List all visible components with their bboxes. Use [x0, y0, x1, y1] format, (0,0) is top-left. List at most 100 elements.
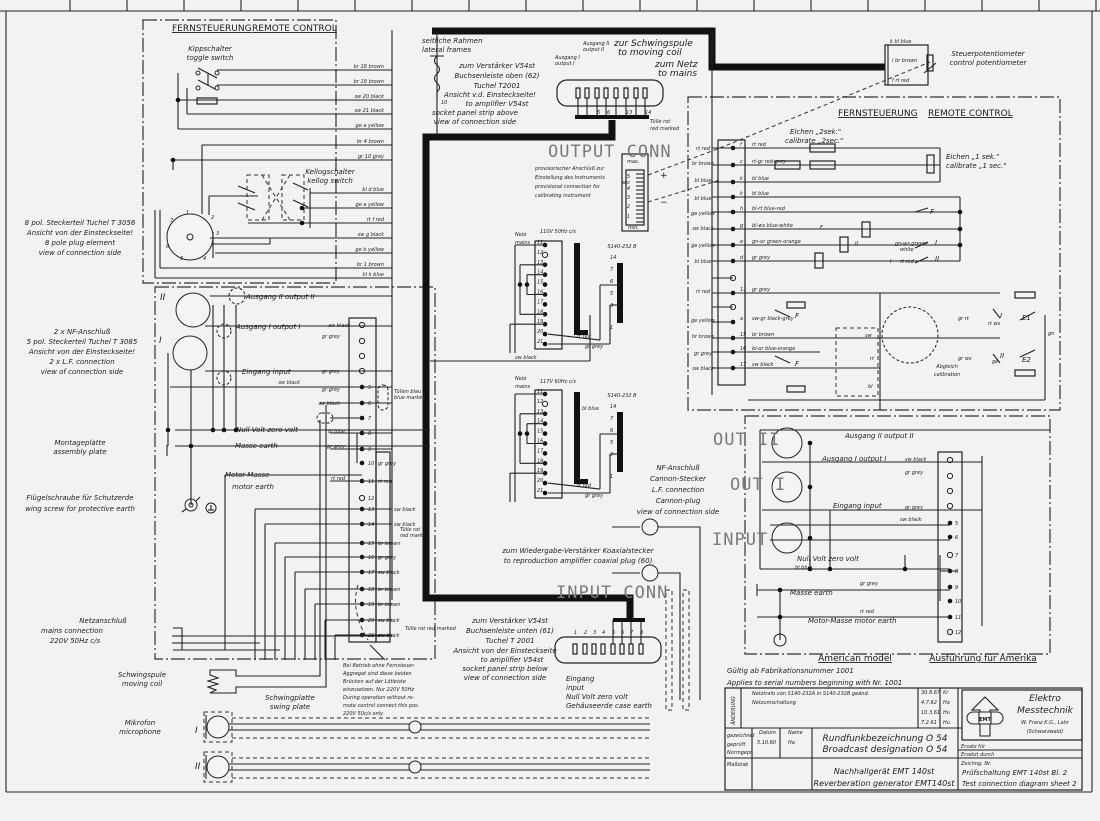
nf-connector-3-text: 2 x L.F. connection [49, 358, 114, 366]
transformers-taps-1-text: 7 [610, 416, 614, 422]
coax-plug-1-icon [612, 518, 701, 700]
left-panel-strip-colors-5-text: br brown [378, 587, 400, 593]
left-panel-terminals-3-text: 8 [368, 431, 371, 437]
remote-right-wires-3-text: bl blue [752, 191, 769, 197]
transducer-icon [881, 306, 939, 364]
left-panel-output-2-text: Ausgang II output II [245, 293, 315, 301]
transformers-terminals-0-text: 11 [537, 389, 543, 395]
title-block-datum-text: 5.10.60 [757, 740, 776, 746]
title-block-changes-1-text: Netzumschaltung [752, 700, 796, 706]
model-heading-en-text: American model [818, 654, 892, 664]
remote-right-wires-13-text: bl-or blue-orange [752, 346, 795, 352]
title-block-changes-0-text: Netztrafo von S140-232A in S140-232B geä… [752, 691, 869, 697]
remote-left-pins-6-text: 7 [170, 218, 174, 224]
remote-right-wires-12-text: br brown [752, 332, 774, 338]
title-block-device-1-text: Reverberation generator EMT140st [814, 779, 956, 788]
top-center-output-1-1-text: output I [555, 61, 575, 67]
left-panel-wire-labels-3-text: sw black [278, 380, 301, 386]
transformers-taps-4-text: 3 [610, 452, 613, 458]
meter-plus-text: + [660, 171, 668, 181]
bridge-note-1-text: Aggregat sind diese beiden [342, 671, 412, 677]
mains-transformers [430, 240, 623, 502]
remote-left-toggle-en-text: toggle switch [187, 54, 234, 62]
meter-note-0-text: provisorischer Anschluß zur [534, 166, 605, 172]
transformers-labels-rt-text: rt red [577, 334, 592, 340]
top-center-output-2-1-text: output II [583, 47, 605, 53]
transformers-v110-text: 110V 50Hz c/s [540, 229, 576, 235]
mains-1-text: mains connection [41, 627, 103, 635]
control-pot-wires-2-text: f rt red [892, 78, 910, 84]
bridge-note-arrow [369, 644, 386, 661]
cannon-output-2-icon [771, 427, 803, 459]
cable-harness [391, 27, 983, 626]
remote-right-relay-labels-0-text: F [820, 225, 823, 231]
title-block-device-0-text: Nachhallgerät EMT 140st [834, 767, 935, 776]
microphone-one-text: I [195, 726, 198, 736]
left-panel-wire-labels-1-text: gr grey [322, 334, 341, 340]
top-center-lateral-1-text: lateral frames [422, 46, 471, 54]
left-panel-terminals-7-text: 12 [368, 496, 374, 502]
meter-minus-text: − [660, 198, 668, 208]
remote-right-wires-11-text: sw-gr black-grey [752, 316, 795, 322]
transformers-terminals-3-text: 14 [537, 419, 543, 425]
amp-lower-lines-2-text: Tuchel T 2001 [485, 637, 534, 645]
remote-right-left-labels-8-text: rt red [696, 289, 711, 295]
remote-right-left-labels-0-text: rt red [696, 146, 711, 152]
title-block-dates-1-text: 4.7.62 [921, 700, 937, 706]
remote-control-left-frame [142, 19, 337, 284]
lower-right-input-text: Eingang input [833, 502, 882, 510]
transformers-taps-5-text: 1 [610, 474, 613, 480]
transformers-taps-2-text: 6 [610, 279, 613, 285]
lower-right-terminals-5-text: 10 [955, 599, 961, 605]
transformers-labels-gr-text: gr grey [585, 493, 604, 499]
transformers-terminals-4-text: 15 [537, 429, 543, 435]
title-block-replace-1-text: Ersetzt durch [961, 752, 994, 758]
validity-0-text: Gültig ab Fabrikationsnummer 1001 [727, 667, 854, 675]
remote-left-kellog-en-text: kellog switch [307, 177, 353, 185]
title-block-name-label-text: Name [788, 730, 803, 736]
top-center-mains-1-text: to mains [658, 69, 697, 79]
remote-right-letters-6-text: e [740, 239, 743, 245]
remote-left-wires-11-text: ge b yellow [355, 247, 384, 253]
transformers-terminals-9-text: 20 [537, 329, 543, 335]
top-center-amp-upper-3-text: Ansicht v.d. Einsteckseite! [443, 91, 536, 99]
title-block-dates-3-text: 7.2.61 [921, 720, 937, 726]
transformers-terminals-2-text: 13 [537, 260, 543, 266]
remote-control-left-wiring [154, 67, 392, 279]
top-center-tulle-0-text: Tülle rot [650, 119, 671, 125]
mains-0-text: Netzanschluß [79, 617, 127, 625]
lower-right-terminals-2-text: 7 [955, 553, 959, 559]
meter-note-2-text: provisional connection for [534, 184, 601, 190]
title-block-company-2-text: W. Franz K.G., Lahr [1021, 720, 1070, 726]
left-panel-earth-text: Masse earth [235, 442, 278, 450]
amp-lower-lines-5-text: socket panel strip below [462, 665, 548, 673]
left-panel-tulle-blue-1-text: blue marked [394, 395, 426, 401]
moving-coil-0-text: Schwingspule [118, 671, 166, 679]
microphone-1-icon [203, 711, 650, 743]
remote-left-wires-4-text: ge a yellow [356, 123, 385, 129]
transformers-terminals-1-text: 12 [537, 399, 543, 405]
title-block-dates-0-text: 30.8.67 [921, 690, 941, 696]
top-center-moving-coil-0-text: zur Schwingspule [613, 39, 693, 49]
title-block-logo-letters-text: EMT [979, 717, 991, 723]
remote-right-switch-labels-8-text: E2 [1022, 356, 1031, 364]
remote-right-wires-5-text: bl-ws blue-white [752, 223, 793, 229]
transformers-labels-gr-text: gr grey [585, 344, 604, 350]
left-panel-input-text: Eingang input [242, 368, 291, 376]
remote-right-left-labels-3-text: bl blue [695, 196, 712, 202]
title-block-initials-0-text: Kr [943, 690, 949, 696]
remote-left-pins-1-text: 2 [211, 215, 214, 221]
remote-right-switch-labels-7-text: E1 [1022, 314, 1031, 322]
left-panel-wire-labels-6-text: bl blue [328, 429, 345, 435]
transformers-terminals-4-text: 15 [537, 280, 543, 286]
remote-right-letters-5-text: g [740, 223, 743, 229]
title-block-drawing-0-text: Prüfschaltung EMT 140st Bl. 2 [962, 769, 1068, 777]
left-panel-wire-labels-5-text: sw black [318, 401, 341, 407]
control-pot-wires-1-text: i br brown [892, 58, 917, 64]
remote-right-node-labels-5-text: gn [1048, 331, 1054, 337]
cannon-output-1-icon [771, 471, 803, 503]
remote-left-wires-10-text: sw g black [358, 232, 385, 238]
title-block-company-3-text: (Schwarzwald) [1027, 729, 1064, 735]
transformers-terminals-8-text: 19 [537, 468, 543, 474]
